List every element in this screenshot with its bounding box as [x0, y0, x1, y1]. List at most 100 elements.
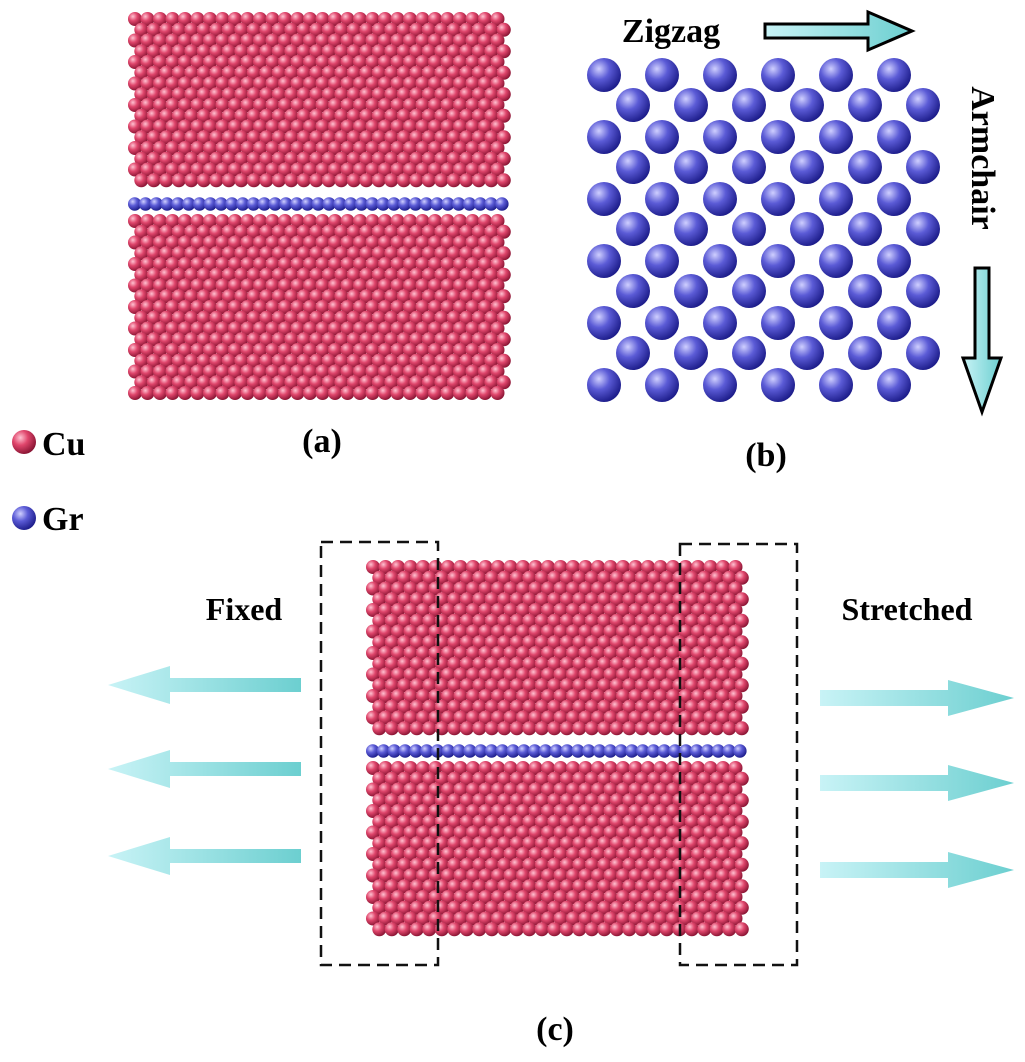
cu-atom: [516, 804, 530, 818]
cu-atom: [440, 300, 455, 314]
cu-atom: [359, 65, 374, 80]
cu-atom: [509, 922, 524, 937]
cu-atom: [403, 911, 418, 926]
cu-atom: [465, 12, 480, 26]
cu-atom: [447, 570, 462, 585]
cu-atom: [441, 689, 455, 703]
gr-lattice-atom: [703, 120, 737, 154]
cu-atom: [234, 173, 249, 188]
cu-atom: [478, 825, 493, 840]
gr-lattice-atom: [645, 306, 679, 340]
cu-atom: [253, 33, 267, 48]
cu-atom: [522, 922, 537, 937]
cu-atom: [171, 173, 186, 188]
cu-atom: [722, 570, 737, 585]
cu-atom: [446, 224, 461, 239]
cu-atom: [391, 667, 405, 682]
cu-atom: [253, 55, 267, 69]
cu-atom: [159, 353, 174, 368]
gr-atom: [354, 197, 369, 211]
gr-lattice-atom: [587, 58, 621, 92]
stretched-label: Stretched: [842, 591, 973, 627]
cu-atom: [684, 613, 699, 628]
cu-atom: [409, 173, 424, 188]
cu-atom: [522, 678, 537, 693]
cu-atom: [691, 581, 705, 596]
cu-atom: [534, 836, 549, 851]
cu-atom: [647, 570, 662, 585]
cu-atom: [634, 656, 649, 671]
cu-atom: [184, 353, 199, 368]
cu-atom: [684, 814, 699, 829]
cu-atom: [203, 278, 217, 293]
cu-atom: [634, 879, 649, 894]
cu-atom: [641, 847, 655, 861]
cu-atom: [678, 560, 693, 574]
cu-atom: [384, 267, 399, 282]
cu-atom: [403, 364, 417, 379]
cu-atom: [516, 667, 530, 682]
cu-atom: [409, 130, 424, 145]
cu-atom: [246, 65, 261, 80]
cu-atom: [465, 119, 480, 134]
cu-atom: [284, 267, 299, 282]
cu-atom: [365, 141, 380, 155]
cu-atom: [641, 667, 655, 682]
cu-atom: [228, 235, 242, 250]
gr-atom: [495, 197, 509, 211]
cu-atom: [334, 246, 349, 261]
cu-atom: [359, 108, 374, 123]
cu-atom: [165, 343, 180, 357]
cu-atom: [415, 214, 430, 228]
cu-atom: [441, 603, 455, 617]
cu-atom: [441, 890, 455, 904]
cu-atom: [403, 890, 418, 904]
cu-atom: [522, 570, 537, 585]
cu-atom: [547, 678, 562, 693]
gr-atom: [279, 197, 293, 211]
gr-lattice-atom: [703, 368, 737, 402]
cu-atom: [253, 278, 267, 293]
cu-atom: [666, 782, 680, 797]
gr-lattice-atom: [848, 150, 882, 184]
cu-atom: [403, 98, 417, 112]
cu-atom: [259, 246, 274, 261]
cu-atom: [434, 173, 449, 188]
cu-atom: [691, 890, 705, 904]
cu-atom: [278, 55, 292, 69]
cu-atom: [703, 761, 718, 775]
cu-atom: [384, 570, 399, 585]
panel-a-label: (a): [302, 423, 342, 460]
gr-lattice-atom: [819, 244, 853, 278]
cu-atom: [259, 332, 274, 347]
cu-atom: [728, 689, 743, 703]
cu-atom: [265, 257, 280, 271]
cu-atom: [134, 22, 149, 37]
cu-atom: [622, 678, 637, 693]
cu-atom: [597, 570, 612, 585]
cu-atom: [140, 364, 155, 379]
cu-atom: [447, 857, 462, 872]
gr-atom: [506, 744, 520, 758]
cu-atom: [453, 162, 467, 177]
cu-atom: [616, 581, 630, 596]
cu-atom: [471, 267, 486, 282]
cu-atom: [416, 761, 430, 775]
cu-atom: [391, 782, 405, 797]
cu-atom: [641, 761, 655, 775]
cu-atom: [647, 771, 662, 786]
cu-atom: [478, 343, 492, 357]
cu-atom: [366, 646, 380, 660]
cu-atom: [559, 656, 574, 671]
cu-atom: [397, 656, 412, 671]
cu-atom: [484, 922, 499, 937]
cu-atom: [716, 710, 730, 725]
cu-atom: [209, 173, 224, 188]
cu-atom: [409, 289, 424, 304]
cu-atom: [491, 825, 505, 840]
cu-atom: [353, 278, 367, 293]
cu-atom: [697, 613, 712, 628]
cu-atom: [728, 646, 743, 660]
cu-atom: [290, 98, 305, 112]
cu-atom: [171, 267, 186, 282]
